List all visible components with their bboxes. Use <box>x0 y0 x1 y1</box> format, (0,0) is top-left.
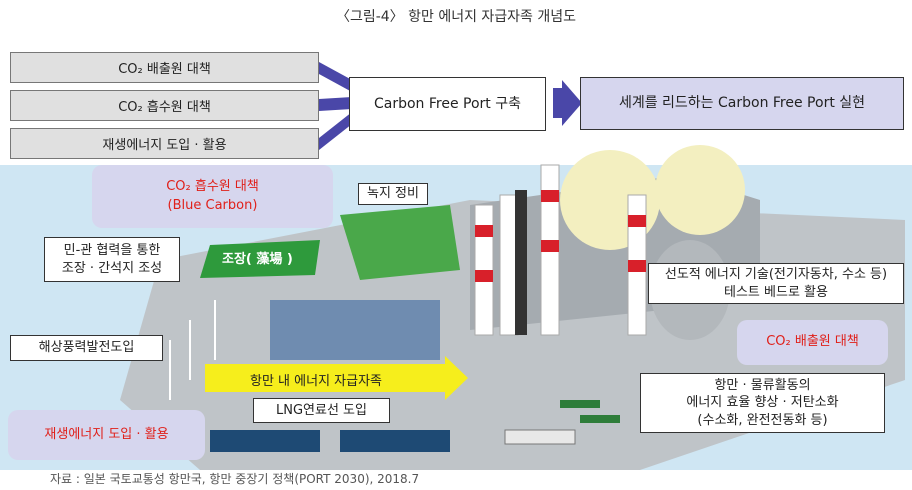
blue-carbon-box: CO₂ 흡수원 대책 (Blue Carbon) <box>92 165 333 228</box>
logistics-label: 항만 · 물류활동의 에너지 효율 향상 · 저탄소화 (수소화, 완전전동화 … <box>640 373 885 433</box>
source-note: 자료 : 일본 국토교통성 항만국, 항만 중장기 정책(PORT 2030),… <box>50 472 420 486</box>
partnership-line1: 민-관 협력을 통한 <box>63 242 161 258</box>
arrow-right-icon <box>553 80 582 126</box>
renewable-box: 재생에너지 도입 · 활용 <box>8 410 205 460</box>
green-space-label: 녹지 정비 <box>358 183 428 205</box>
blue-carbon-subtitle: (Blue Carbon) <box>167 197 258 213</box>
testbed-line2: 테스트 베드로 활용 <box>724 284 828 300</box>
logistics-line3: (수소화, 완전전동화 등) <box>697 412 828 428</box>
figure-title: 〈그림-4〉 항만 에너지 자급자족 개념도 <box>335 9 577 25</box>
logistics-line2: 에너지 효율 향상 · 저탄소화 <box>686 395 839 411</box>
testbed-label: 선도적 에너지 기술(전기자동차, 수소 등) 테스트 베드로 활용 <box>648 263 904 304</box>
carbon-free-port-box: Carbon Free Port 구축 <box>349 77 546 131</box>
partnership-label: 민-관 협력을 통한 조장 · 간석지 조성 <box>44 237 180 282</box>
logistics-line1: 항만 · 물류활동의 <box>714 377 811 393</box>
self-sufficiency-label: 항만 내 에너지 자급자족 <box>250 374 382 389</box>
testbed-line1: 선도적 에너지 기술(전기자동차, 수소 등) <box>664 266 888 282</box>
strategy-absorption-box: CO₂ 흡수원 대책 <box>10 90 319 121</box>
emission-box: CO₂ 배출원 대책 <box>737 320 888 365</box>
offshore-wind-label: 해상풍력발전도입 <box>10 335 163 361</box>
self-sufficiency-arrow-icon <box>205 356 468 400</box>
partnership-line2: 조장 · 간석지 조성 <box>61 260 163 276</box>
goal-box: 세계를 리드하는 Carbon Free Port 실현 <box>580 77 904 130</box>
strategy-emission-box: CO₂ 배출원 대책 <box>10 52 319 83</box>
strategy-renewable-box: 재생에너지 도입 · 활용 <box>10 128 319 159</box>
blue-carbon-title: CO₂ 흡수원 대책 <box>166 179 259 195</box>
seaweed-bed-label: 조장( 藻場 ) <box>222 252 293 267</box>
lng-label: LNG연료선 도입 <box>253 398 390 423</box>
connector-lines <box>319 62 352 150</box>
